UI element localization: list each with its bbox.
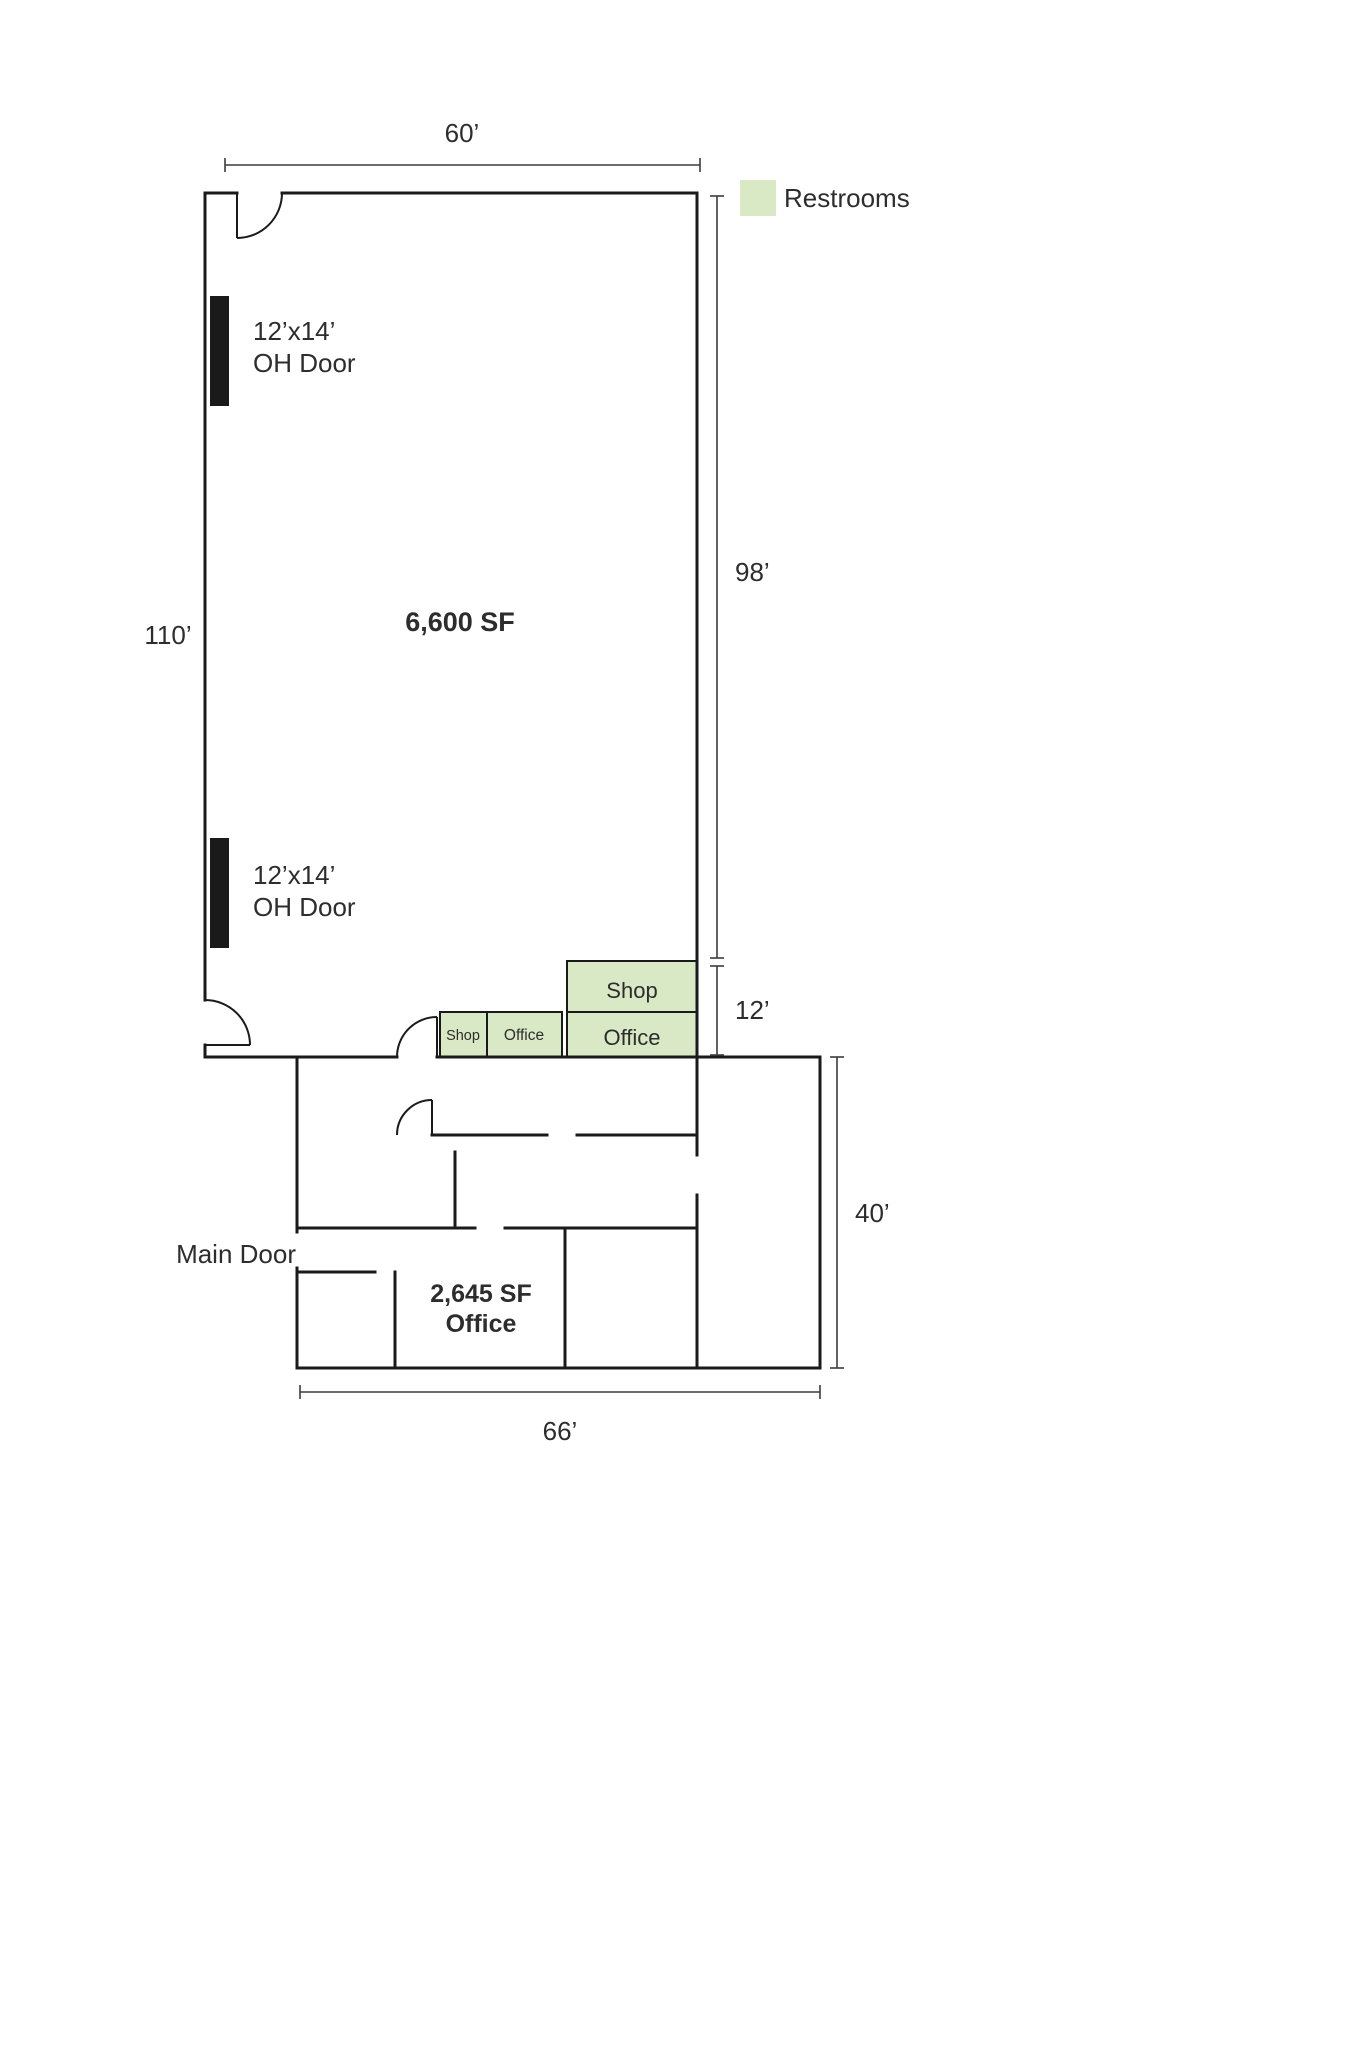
dimension-annotations: 60’ 110’ 98’ 12’ 40’ 66’: [144, 118, 889, 1446]
dim-label-right-lower: 12’: [735, 995, 770, 1025]
restroom-office-main: [566, 1011, 698, 1058]
restroom-office-main-label: Office: [603, 1025, 660, 1050]
oh-door-lower-label-line1: 12’x14’: [253, 860, 335, 890]
shop-outline-walls: [203, 191, 699, 1059]
restroom-shop-main: [566, 960, 698, 1013]
legend-restrooms-label: Restrooms: [784, 183, 910, 213]
restroom-rooms: Shop Office Shop Office: [439, 960, 698, 1058]
restroom-office-small: [486, 1011, 563, 1058]
office-area-label-line2: Office: [446, 1310, 517, 1338]
oh-door-lower-label-line2: OH Door: [253, 892, 356, 922]
dim-label-annex-right: 40’: [855, 1198, 890, 1228]
oh-door-lower-marker: [210, 838, 229, 948]
area-labels: 6,600 SF 2,645 SF Office 12’x14’ OH Door…: [176, 316, 532, 1338]
restroom-shop-main-label: Shop: [606, 978, 657, 1003]
door-swing-arc: [396, 1099, 433, 1136]
legend: Restrooms: [740, 180, 910, 216]
main-door-label: Main Door: [176, 1239, 296, 1269]
oh-door-upper-label-line2: OH Door: [253, 348, 356, 378]
dim-label-top-width: 60’: [445, 118, 480, 148]
dim-label-annex-bottom: 66’: [543, 1416, 578, 1446]
dim-label-left-height: 110’: [144, 620, 191, 650]
restroom-shop-small-label: Shop: [446, 1028, 480, 1044]
door-swing-arc: [236, 192, 283, 239]
dim-label-right-upper: 98’: [735, 557, 770, 587]
shop-area-label: 6,600 SF: [405, 607, 515, 637]
oh-door-upper-label-line1: 12’x14’: [253, 316, 335, 346]
legend-restrooms-swatch: [740, 180, 776, 216]
restroom-office-small-label: Office: [504, 1027, 544, 1044]
oh-door-upper-marker: [210, 296, 229, 406]
door-swings: [204, 192, 438, 1136]
door-swing-arc: [204, 999, 251, 1046]
annex-interior-walls: [295, 1055, 699, 1370]
office-area-label-line1: 2,645 SF: [430, 1280, 531, 1308]
annex-outline-walls: [295, 1055, 822, 1370]
oh-door-markers: [210, 296, 229, 948]
door-swing-arc: [396, 1016, 438, 1058]
